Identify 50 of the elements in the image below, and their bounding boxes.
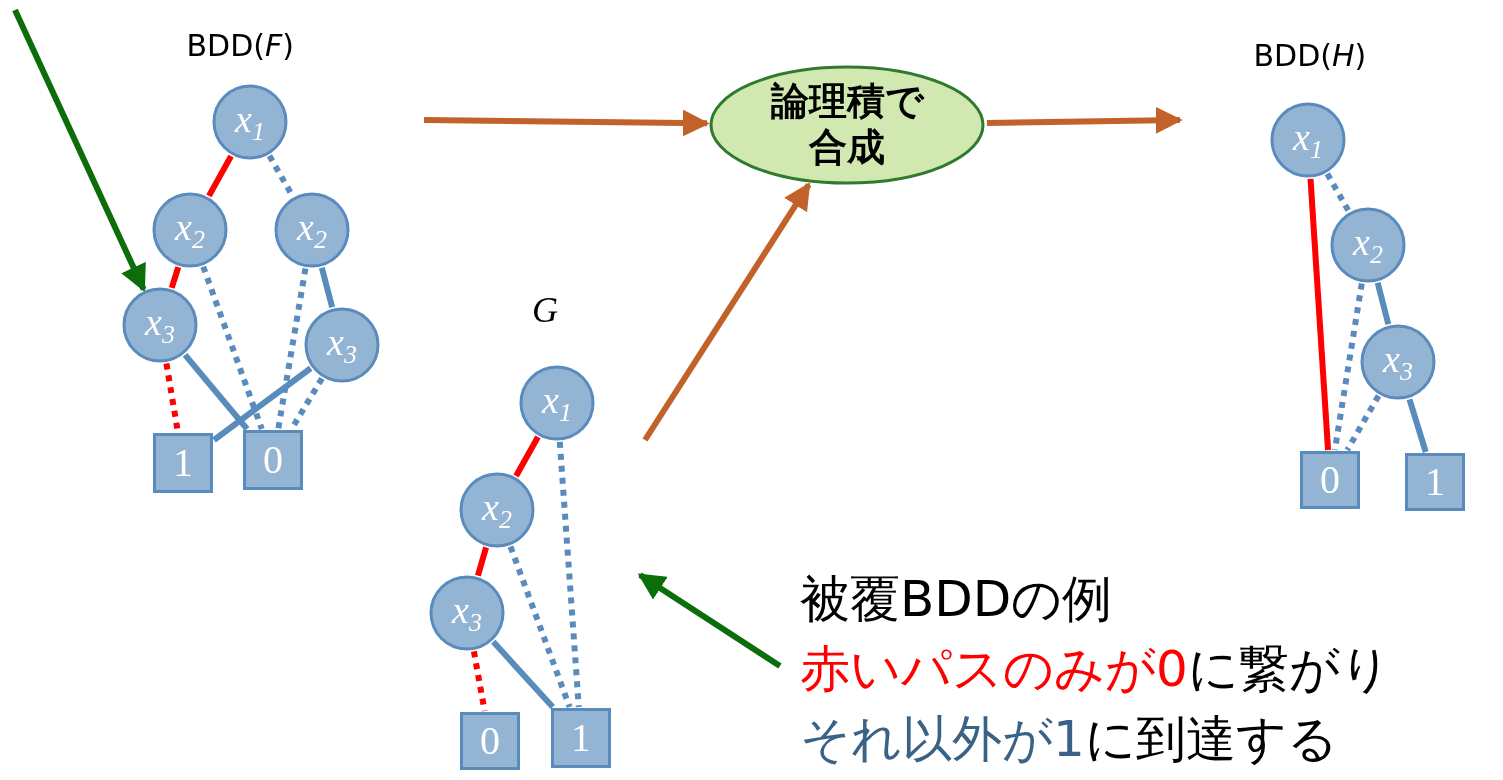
tree-title: BDD(H) bbox=[1253, 37, 1367, 73]
caption-text: 被覆BDDの例 bbox=[800, 574, 1113, 624]
arrow bbox=[642, 182, 812, 442]
branch-line bbox=[1324, 172, 1352, 213]
branch-line bbox=[275, 267, 309, 430]
branch-line bbox=[212, 365, 313, 443]
branch-line bbox=[1374, 282, 1392, 325]
branch-line bbox=[182, 353, 250, 431]
terminal-box: 0 bbox=[243, 430, 303, 490]
terminal-box: 1 bbox=[153, 433, 213, 493]
process-ellipse: 論理積で合成 bbox=[709, 65, 985, 185]
caption-text: 赤いパスのみが0 bbox=[800, 644, 1188, 694]
arrow bbox=[423, 109, 710, 137]
tree-title: BDD(F) bbox=[186, 27, 294, 63]
branch-line bbox=[507, 545, 573, 709]
caption-text: に到達する bbox=[1085, 714, 1338, 764]
caption-text: それ以外が1 bbox=[800, 714, 1085, 764]
branch-line bbox=[556, 441, 582, 708]
branch-line bbox=[1406, 398, 1429, 453]
variable-node: x$_{2}$ bbox=[459, 472, 535, 548]
variable-node: x$_{1}$ bbox=[212, 84, 288, 160]
terminal-box: 0 bbox=[460, 712, 520, 770]
branch-line bbox=[1331, 283, 1365, 451]
caption-text: に繋がり bbox=[1188, 644, 1391, 694]
branch-line bbox=[1344, 394, 1382, 452]
branch-line bbox=[318, 266, 336, 309]
variable-node: x$_{2}$ bbox=[152, 192, 228, 268]
terminal-box: 0 bbox=[1300, 451, 1360, 509]
branch-line bbox=[475, 546, 489, 577]
terminal-box: 1 bbox=[1405, 453, 1465, 511]
variable-node: x$_{2}$ bbox=[1330, 207, 1406, 283]
variable-node: x$_{3}$ bbox=[429, 575, 505, 651]
variable-node: x$_{3}$ bbox=[304, 307, 380, 383]
variable-node: x$_{1}$ bbox=[1270, 102, 1346, 178]
branch-line bbox=[206, 154, 234, 198]
branch-line bbox=[1307, 178, 1332, 451]
branch-line bbox=[470, 650, 488, 712]
branch-line bbox=[513, 435, 541, 478]
arrow bbox=[637, 572, 782, 669]
branch-line bbox=[168, 266, 182, 289]
branch-line bbox=[491, 639, 555, 710]
terminal-box: 1 bbox=[551, 708, 611, 768]
variable-node: x$_{3}$ bbox=[122, 287, 198, 363]
arrow bbox=[986, 106, 1183, 134]
variable-node: x$_{2}$ bbox=[274, 192, 350, 268]
arrow bbox=[12, 8, 147, 293]
branch-line bbox=[200, 265, 265, 430]
variable-node: x$_{1}$ bbox=[519, 365, 595, 441]
variable-node: x$_{3}$ bbox=[1360, 324, 1436, 400]
tree-title: G bbox=[532, 289, 558, 331]
